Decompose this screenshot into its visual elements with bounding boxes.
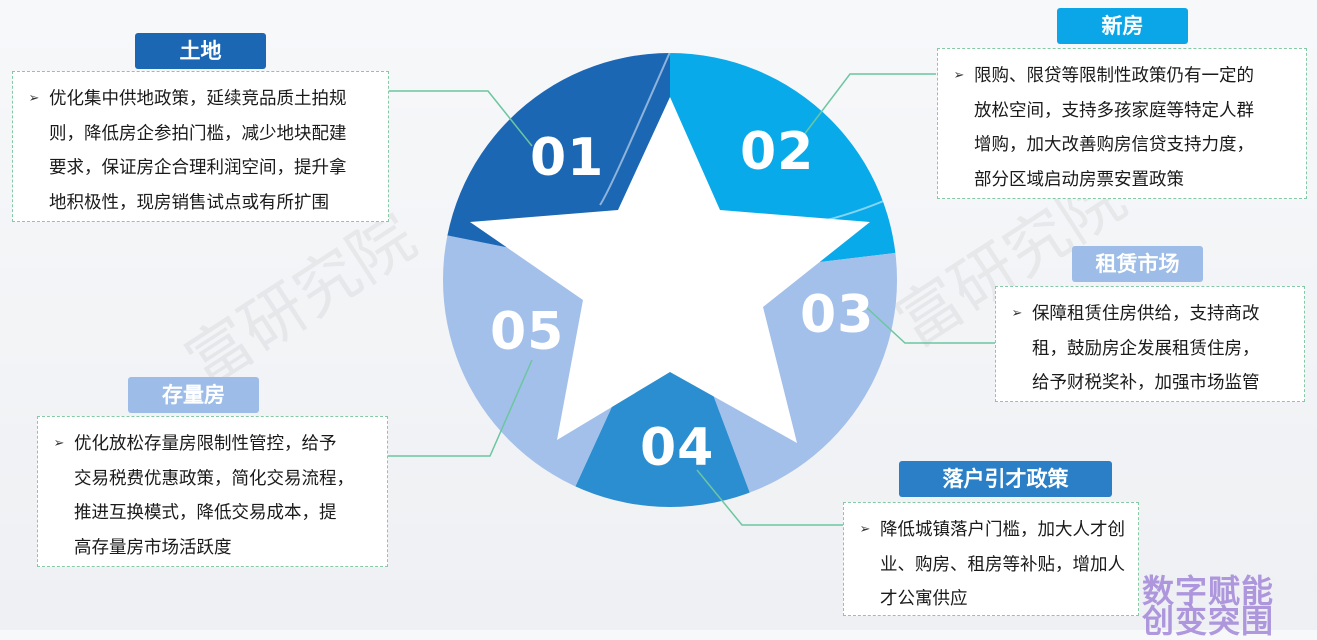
bullet-arrow-icon: ➢: [953, 68, 965, 83]
new-house-line-3: 增购，加大改善购房信贷支持力度，: [974, 135, 1254, 155]
segment-number-02: 02: [740, 122, 815, 182]
center-star: [470, 97, 870, 443]
connector-03: [865, 306, 995, 344]
section-box-land: ➢ 优化集中供地政策，延续竞品质土拍规 则，降低房企参拍门槛，减少地块配建 要求…: [12, 71, 389, 222]
existing-house-line-4: 高存量房市场活跃度: [74, 537, 232, 558]
bullet-arrow-icon: ➢: [28, 91, 40, 106]
existing-house-line-2: 交易税费优惠政策，简化交易流程，: [74, 468, 354, 489]
segment-number-04: 04: [640, 418, 715, 478]
section-box-talent: ➢ 降低城镇落户门槛，加大人才创 业、购房、租房等补贴，增加人 才公寓供应: [843, 502, 1139, 616]
section-box-new-house: ➢ 限购、限贷等限制性政策仍有一定的 放松空间，支持多孩家庭等特定人群 增购，加…: [937, 48, 1307, 199]
section-box-rental: ➢ 保障租赁住房供给，支持商改 租，鼓励房企发展租赁住房， 给予财税奖补，加强市…: [995, 286, 1305, 402]
brand-logo: 数字赋能 创变突围: [1113, 572, 1303, 640]
rental-line-1: 保障租赁住房供给，支持商改: [1032, 304, 1260, 324]
section-box-existing-house: ➢ 优化放松存量房限制性管控，给予 交易税费优惠政策，简化交易流程， 推进互换模…: [37, 416, 388, 567]
new-house-line-4: 部分区域启动房票安置政策: [974, 169, 1184, 190]
connector-01: [388, 90, 533, 147]
talent-line-2: 业、购房、租房等补贴，增加人: [880, 554, 1125, 575]
section-title-new-house: 新房: [1057, 8, 1188, 44]
logo-line-2: 创变突围: [1141, 602, 1274, 640]
connector-05: [388, 359, 533, 457]
section-title-land: 土地: [135, 33, 266, 69]
rental-line-3: 给予财税奖补，加强市场监管: [1032, 373, 1260, 393]
connector-04: [696, 469, 843, 526]
bullet-arrow-icon: ➢: [53, 436, 65, 451]
land-line-1: 优化集中供地政策，延续竞品质土拍规: [49, 89, 347, 109]
land-line-2: 则，降低房企参拍门槛，减少地块配建: [49, 123, 347, 144]
section-title-talent: 落户引才政策: [899, 461, 1112, 497]
section-title-rental: 租赁市场: [1072, 246, 1203, 282]
existing-house-line-1: 优化放松存量房限制性管控，给予: [74, 434, 337, 454]
new-house-line-2: 放松空间，支持多孩家庭等特定人群: [974, 100, 1254, 121]
bullet-arrow-icon: ➢: [859, 522, 871, 537]
land-line-4: 地积极性，现房销售试点或有所扩围: [49, 192, 329, 213]
segment-number-03: 03: [800, 285, 875, 345]
new-house-line-1: 限购、限贷等限制性政策仍有一定的: [974, 66, 1254, 86]
segment-04: [560, 280, 760, 507]
talent-line-1: 降低城镇落户门槛，加大人才创: [880, 520, 1125, 540]
land-line-3: 要求，保证房企合理利润空间，提升拿: [49, 158, 347, 178]
logo-line-1: 数字赋能: [1141, 572, 1274, 610]
segment-number-01: 01: [530, 128, 605, 188]
connector-02: [799, 73, 936, 141]
bullet-arrow-icon: ➢: [1011, 306, 1023, 321]
rental-line-2: 租，鼓励房企发展租赁住房，: [1032, 338, 1260, 359]
existing-house-line-3: 推进互换模式，降低交易成本，提: [74, 503, 337, 523]
segment-number-05: 05: [490, 302, 565, 362]
talent-line-3: 才公寓供应: [880, 589, 968, 609]
section-title-existing-house: 存量房: [128, 377, 259, 413]
